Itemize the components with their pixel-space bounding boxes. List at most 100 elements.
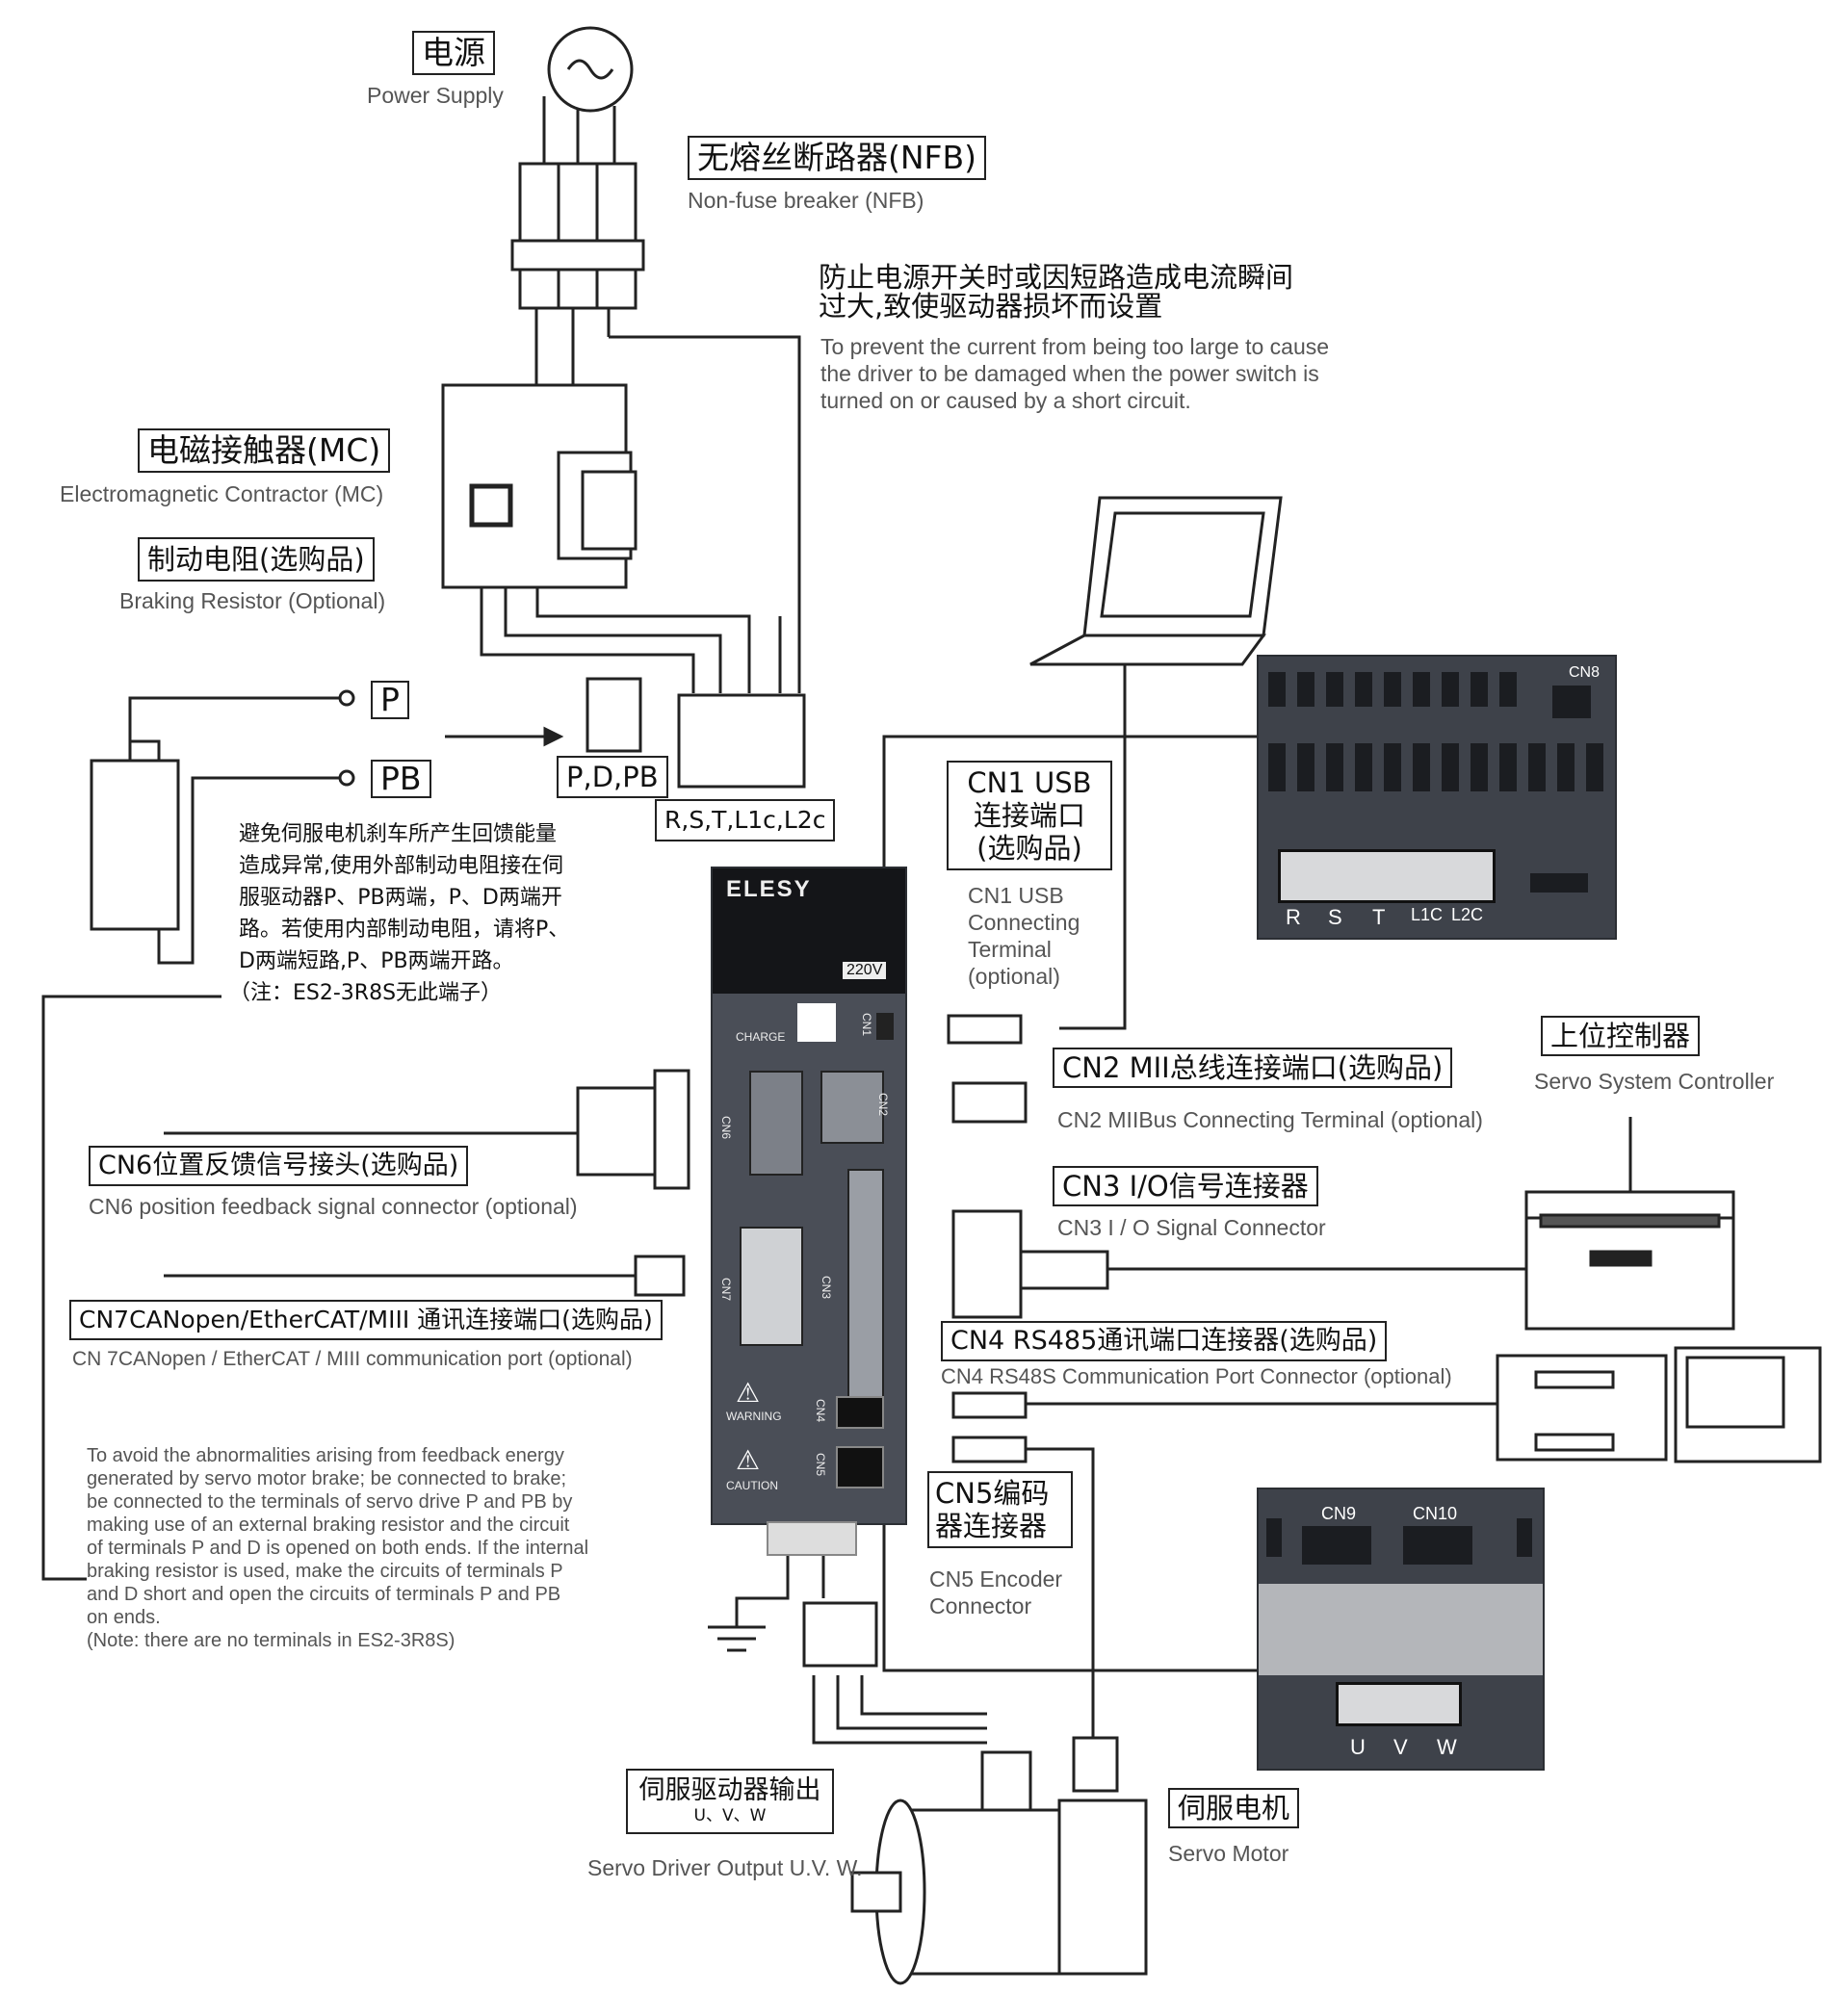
driver-port-label: CN4 — [814, 1398, 828, 1423]
uvw-output-zh-label: 伺服驱动器输出 U、V、W — [626, 1769, 834, 1834]
cn5-en-line: CN5 Encoder — [929, 1566, 1063, 1592]
braking-note-en-line: To avoid the abnormalities arising from … — [87, 1445, 564, 1466]
mc-en-label: Electromagnetic Contractor (MC) — [60, 481, 384, 506]
protect-note-zh-2: 过大,致使驱动器损坏而设置 — [819, 290, 1163, 323]
braking-note-en-line: be connected to the terminals of servo d… — [87, 1491, 573, 1513]
cn6-port[interactable] — [749, 1071, 803, 1176]
cn5-port[interactable] — [836, 1446, 884, 1488]
terminal-label: T — [1372, 905, 1386, 929]
braking-note-en-line: of terminals P and D is opened on both e… — [87, 1538, 589, 1559]
cn1-en-line: (optional) — [968, 964, 1060, 989]
cn1-usb-port[interactable] — [876, 1013, 894, 1040]
cn5-zh-line: 器连接器 — [935, 1510, 1048, 1542]
cn3-en-label: CN3 I / O Signal Connector — [1057, 1215, 1326, 1240]
braking-note-zh-line: 造成异常,使用外部制动电阻接在伺 — [239, 854, 563, 878]
host-zh-label: 上位控制器 — [1541, 1016, 1701, 1056]
driver-voltage: 220V — [843, 962, 887, 979]
terminal-label: U — [1350, 1735, 1366, 1759]
host-en-label: Servo System Controller — [1534, 1069, 1775, 1094]
braking-note-zh-line: （注：ES2-3R8S无此端子） — [229, 981, 503, 1005]
cn4-port[interactable] — [836, 1396, 884, 1429]
cn5-zh-line: CN5编码 — [935, 1477, 1050, 1510]
cn6-en-label: CN6 position feedback signal connector (… — [89, 1194, 578, 1219]
cn2-en-label: CN2 MIIBus Connecting Terminal (optional… — [1057, 1107, 1483, 1132]
cn6-zh-label: CN6位置反馈信号接头(选购品) — [89, 1146, 469, 1186]
warning-icon: ⚠ — [736, 1377, 761, 1409]
cn8-label: CN8 — [1569, 664, 1601, 681]
protect-note-zh-1: 防止电源开关时或因短路造成电流瞬间 — [819, 261, 1294, 294]
terminal-label: W — [1437, 1735, 1457, 1759]
protect-note-en-3: turned on or caused by a short circuit. — [820, 388, 1191, 413]
cn9-port[interactable] — [1302, 1526, 1371, 1565]
cn1-en-line: CN1 USB — [968, 883, 1064, 908]
cn3-port[interactable] — [847, 1169, 884, 1418]
cn1-zh-line: (选购品) — [976, 832, 1082, 865]
cn1-zh-line: CN1 USB — [967, 766, 1092, 799]
terminal-label: R — [1286, 905, 1301, 929]
uvw-output-sub: U、V、W — [693, 1806, 767, 1825]
cn1-zh-label: CN1 USB 连接端口 (选购品) — [947, 761, 1112, 870]
cn2-zh-label: CN2 MII总线连接端口(选购品) — [1053, 1048, 1453, 1088]
cn7-en-label: CN 7CANopen / EtherCAT / MIII communicat… — [72, 1348, 633, 1370]
driver-port-label: CN1 — [860, 1012, 874, 1037]
power-supply-en-label: Power Supply — [367, 83, 504, 108]
cn7-port[interactable] — [740, 1227, 803, 1346]
terminal-pb-label: PB — [371, 760, 431, 798]
driver-port-label: CN3 — [820, 1275, 834, 1300]
braking-zh-label: 制动电阻(选购品) — [138, 537, 375, 582]
motor-en-label: Servo Motor — [1168, 1841, 1289, 1866]
cn7-zh-label: CN7CANopen/EtherCAT/MIII 通讯连接端口(选购品) — [69, 1300, 663, 1340]
terminal-label: V — [1393, 1735, 1408, 1759]
driver-port-label: CN2 — [876, 1092, 891, 1117]
braking-note-en-line: on ends. — [87, 1607, 161, 1628]
cn5-en-line: Connector — [929, 1593, 1032, 1618]
driver-bottom-panel: CN9 CN10 U V W — [1257, 1488, 1545, 1771]
driver-warning: WARNING — [726, 1410, 782, 1423]
driver-caution: CAUTION — [726, 1479, 778, 1492]
cn2-port[interactable] — [820, 1071, 884, 1144]
cn10-label: CN10 — [1413, 1504, 1458, 1523]
braking-note-zh-line: 避免伺服电机刹车所产生回馈能量 — [239, 822, 558, 846]
braking-note-en-line: (Note: there are no terminals in ES2-3R8… — [87, 1630, 455, 1651]
protect-note-en-1: To prevent the current from being too la… — [820, 334, 1330, 359]
nfb-en-label: Non-fuse breaker (NFB) — [688, 188, 924, 213]
driver-top-panel: CN8 R S T L1C L2C — [1257, 655, 1617, 940]
nfb-zh-label: 无熔丝断路器(NFB) — [688, 136, 987, 180]
cn4-zh-label: CN4 RS485通讯端口连接器(选购品) — [941, 1321, 1388, 1361]
cn1-en-line: Terminal — [968, 937, 1052, 962]
cn10-port[interactable] — [1403, 1526, 1472, 1565]
cn4-en-label: CN4 RS48S Communication Port Connector (… — [941, 1364, 1452, 1388]
protect-note-en-2: the driver to be damaged when the power … — [820, 361, 1319, 386]
power-terminal-block[interactable] — [1278, 849, 1496, 903]
uvw-output-zh: 伺服驱动器输出 — [638, 1775, 821, 1805]
braking-note-en-line: braking resistor is used, make the circu… — [87, 1561, 563, 1582]
servo-driver: ELESY 220V CHARGE CN1 CN2 CN6 CN3 CN7 CN… — [711, 867, 907, 1525]
terminal-label: L1C — [1411, 905, 1444, 924]
terminal-rst-label: R,S,T,L1c,L2c — [655, 799, 836, 841]
cn9-label: CN9 — [1321, 1504, 1357, 1523]
power-supply-zh-label: 电源 — [412, 31, 495, 75]
terminal-label: L2C — [1451, 905, 1484, 924]
braking-note-en-line: and D short and open the circuits of ter… — [87, 1584, 561, 1605]
terminal-label: S — [1328, 905, 1342, 929]
driver-charge: CHARGE — [736, 1030, 786, 1044]
terminal-p-label: P — [371, 681, 409, 719]
uvw-output-en-label: Servo Driver Output U.V. W. — [587, 1855, 863, 1880]
ground-terminals — [767, 1521, 857, 1556]
motor-zh-label: 伺服电机 — [1168, 1788, 1300, 1828]
motor-terminal-block[interactable] — [1336, 1682, 1462, 1726]
driver-brand: ELESY — [726, 876, 812, 902]
cn5-zh-label: CN5编码 器连接器 — [927, 1471, 1073, 1548]
braking-note-zh-line: D两端短路,P、PB两端开路。 — [239, 949, 514, 973]
braking-en-label: Braking Resistor (Optional) — [119, 588, 386, 613]
cn1-en-line: Connecting — [968, 910, 1080, 935]
driver-port-label: CN6 — [719, 1115, 734, 1140]
driver-port-label: CN7 — [719, 1277, 734, 1302]
braking-note-en-line: generated by servo motor brake; be conne… — [87, 1468, 567, 1489]
braking-note-zh-line: 服驱动器P、PB两端，P、D两端开 — [239, 886, 562, 910]
cn1-zh-line: 连接端口 — [973, 799, 1085, 832]
driver-port-label: CN5 — [814, 1452, 828, 1477]
terminal-pdpb-label: P,D,PB — [557, 756, 668, 798]
